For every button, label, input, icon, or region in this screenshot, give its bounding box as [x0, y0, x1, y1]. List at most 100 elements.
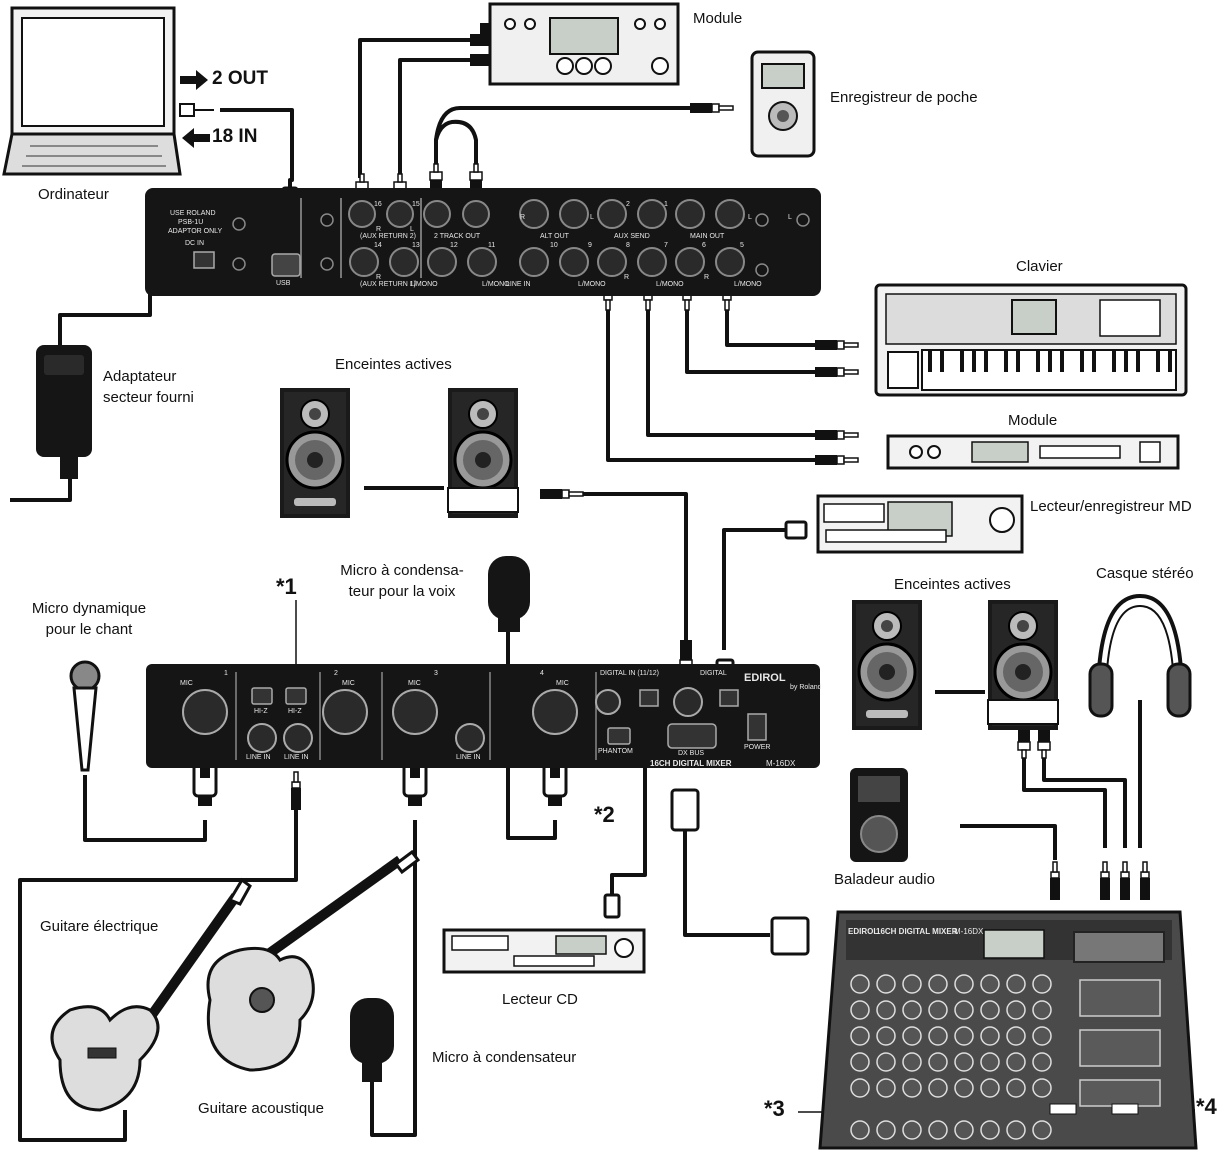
front-power: POWER: [744, 744, 771, 751]
front-line-in-3: LINE IN: [456, 754, 481, 761]
front-hi-z-2: HI-Z: [288, 708, 302, 715]
front-mic-4: MIC: [556, 680, 569, 687]
front-brand-sub: by Roland: [790, 684, 822, 691]
front-mic-3: MIC: [408, 680, 421, 687]
condenser-mic: [350, 998, 394, 1082]
front-hi-z-1: HI-Z: [254, 708, 268, 715]
note-2: *2: [594, 802, 615, 827]
rear-n11: 11: [488, 242, 496, 249]
rear-mono-1: L/MONO: [410, 281, 438, 288]
front-model-code: M-16DX: [766, 759, 796, 768]
out-arrow-icon: [180, 70, 208, 90]
rear-n8: 8: [626, 242, 630, 249]
cable-dx-bus: [683, 810, 770, 937]
rear-n13: 13: [412, 242, 420, 249]
cable-module-aux-r: [358, 38, 470, 178]
label-module-rack: Module: [1008, 412, 1058, 429]
front-line-in-1: LINE IN: [246, 754, 271, 761]
note-3: *3: [764, 1096, 785, 1121]
label-adapter-1: Adaptateur: [103, 368, 177, 385]
rear-n1: 1: [664, 201, 668, 208]
label-dynamic-mic-1: Micro dynamique: [31, 600, 147, 617]
label-condenser-vocal-2: teur pour la voix: [348, 583, 456, 600]
rear-n10: 10: [550, 242, 558, 249]
rear-main-out: MAIN OUT: [690, 233, 725, 240]
cable-module-rack-1: [646, 305, 815, 437]
label-condenser-vocal-1: Micro à condensa-: [340, 562, 464, 579]
rear-panel: [145, 188, 821, 296]
module-rack: [886, 434, 1180, 470]
rear-r-5: R: [704, 274, 710, 281]
rear-l-1: L: [410, 226, 414, 233]
acoustic-guitar: [206, 849, 421, 1072]
cable-digital-coax: [578, 492, 688, 650]
front-digital: DIGITAL: [700, 670, 727, 677]
pocket-recorder: [750, 50, 816, 158]
rear-n14: 14: [374, 242, 382, 249]
rear-aux-return-1: (AUX RETURN 1): [360, 281, 417, 288]
label-dynamic-mic-2: pour le chant: [45, 621, 133, 638]
note-1: *1: [276, 574, 297, 599]
rear-adaptor-2: PSB-1U: [178, 219, 204, 226]
cable-speakers-to-ctrl-2: [1042, 752, 1127, 848]
label-md-recorder: Lecteur/enregistreur MD: [1030, 498, 1192, 515]
label-module-top: Module: [693, 10, 743, 27]
headphones: [1088, 593, 1192, 718]
dynamic-mic: [69, 660, 101, 772]
cable-module-rack-2: [606, 305, 815, 462]
front-dx-bus: DX BUS: [678, 750, 705, 757]
cable-usb: [220, 108, 294, 200]
rear-l-5: L: [788, 214, 792, 221]
in-arrow-icon: [182, 128, 210, 148]
label-acoustic-guitar: Guitare acoustique: [198, 1100, 324, 1117]
ctrl-model-code: M-16DX: [954, 927, 984, 936]
front-ch3: 3: [434, 670, 438, 677]
cable-2track-l: [434, 119, 478, 170]
cable-guitar-electric: [18, 810, 298, 1142]
rear-l-3: L: [590, 214, 594, 221]
rear-line-in: LINE IN: [506, 281, 531, 288]
rear-r-3: R: [520, 214, 526, 221]
rear-mono-4: L/MONO: [656, 281, 684, 288]
rear-n7: 7: [664, 242, 668, 249]
keyboard-synth: [874, 283, 1188, 397]
label-cd-player: Lecteur CD: [502, 991, 578, 1008]
front-mic-1: MIC: [180, 680, 193, 687]
label-pocket-recorder: Enregistreur de poche: [830, 89, 978, 106]
cable-dynamic-mic: [83, 775, 207, 842]
front-mic-2: MIC: [342, 680, 355, 687]
controller-mixer: [818, 910, 1198, 1150]
rear-r-2: R: [376, 274, 382, 281]
front-ch4: 4: [540, 670, 544, 677]
label-keyboard: Clavier: [1016, 258, 1063, 275]
power-adapter: [36, 345, 92, 479]
rear-adaptor-1: USE ROLAND: [170, 210, 216, 217]
label-active-speakers-2: Enceintes actives: [894, 576, 1011, 593]
cable-player: [960, 824, 1057, 860]
condenser-vocal-mic: [488, 556, 530, 632]
cable-keyboard-1: [725, 305, 815, 347]
rear-l-4: L: [748, 214, 752, 221]
cable-adapter-ac: [10, 475, 72, 502]
label-electric-guitar: Guitare électrique: [40, 918, 159, 935]
front-ch1: 1: [224, 670, 228, 677]
speaker-pair-2: [850, 598, 1060, 732]
front-model-name: 16CH DIGITAL MIXER: [650, 759, 732, 768]
rear-mono-2: L/MONO: [482, 281, 510, 288]
rear-n9: 9: [588, 242, 592, 249]
label-audio-player: Baladeur audio: [834, 871, 935, 888]
rear-n12: 12: [450, 242, 458, 249]
label-condenser-mic: Micro à condensateur: [432, 1049, 577, 1066]
speaker-pair-1: [278, 386, 520, 520]
module-top: [488, 2, 680, 86]
label-out: 2 OUT: [212, 68, 268, 89]
md-recorder: [816, 494, 1024, 554]
audio-player: [850, 768, 908, 862]
rear-alt-out: ALT OUT: [540, 233, 569, 240]
rear-mono-3: L/MONO: [578, 281, 606, 288]
rear-mono-5: L/MONO: [734, 281, 762, 288]
ctrl-brand: EDIROL: [848, 927, 879, 936]
front-panel: [146, 664, 820, 768]
